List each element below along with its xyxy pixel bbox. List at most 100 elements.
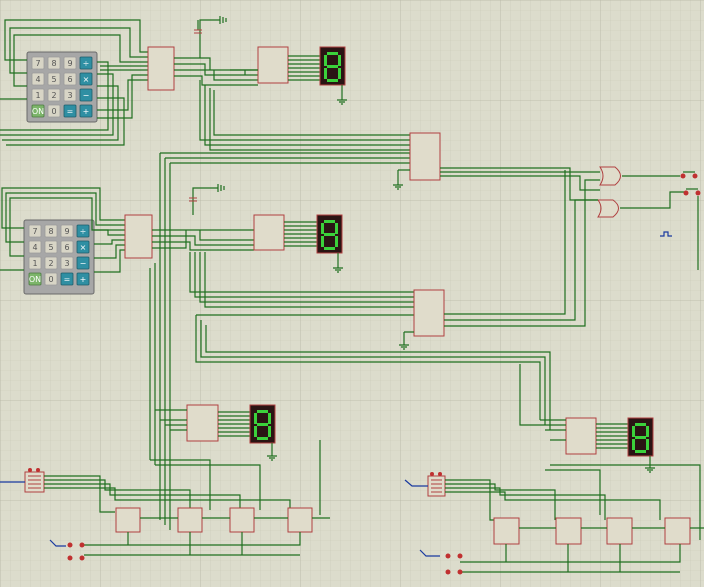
display-segment bbox=[635, 423, 646, 426]
comparator-chip-a[interactable] bbox=[409, 132, 441, 181]
keypad-key[interactable] bbox=[28, 240, 42, 254]
display-segment bbox=[646, 426, 649, 437]
display-segment bbox=[268, 413, 271, 424]
flipflop-chip-3[interactable] bbox=[229, 507, 255, 533]
keypad-key[interactable] bbox=[31, 88, 45, 102]
decoder-chip-2[interactable] bbox=[253, 214, 285, 251]
keypad-key[interactable] bbox=[76, 272, 90, 286]
ground-symbol bbox=[333, 267, 343, 273]
keypad-key[interactable] bbox=[47, 56, 61, 70]
display-segment bbox=[324, 233, 335, 236]
wire-kp1-left bbox=[0, 19, 148, 100]
keypad-key-label: 9 bbox=[67, 59, 72, 68]
keypad-key-label: ON bbox=[32, 107, 44, 116]
display-segment bbox=[268, 426, 271, 437]
comparator-chip-b[interactable] bbox=[413, 289, 445, 337]
keypad-key-label: 8 bbox=[48, 227, 53, 236]
keypad-key[interactable] bbox=[63, 104, 77, 118]
keypad-key[interactable] bbox=[79, 104, 93, 118]
keypad-key[interactable] bbox=[76, 256, 90, 270]
flipflop-chip-5[interactable] bbox=[493, 517, 520, 545]
keypad-key[interactable] bbox=[79, 88, 93, 102]
display-segment bbox=[257, 410, 268, 413]
keypad-key[interactable] bbox=[31, 56, 45, 70]
keypad-key[interactable] bbox=[60, 224, 74, 238]
keypad-key-label: 1 bbox=[32, 259, 37, 268]
keypad-key-label: 1 bbox=[35, 91, 40, 100]
flipflop-chip-1[interactable] bbox=[115, 507, 141, 533]
display-segment bbox=[635, 436, 646, 439]
keypad-key[interactable] bbox=[60, 240, 74, 254]
ground-symbol bbox=[337, 99, 347, 105]
flipflop-chip-7[interactable] bbox=[606, 517, 633, 545]
seven-segment-display-3 bbox=[249, 404, 276, 444]
keypad-key[interactable] bbox=[76, 224, 90, 238]
keypad-key-label: + bbox=[83, 107, 90, 116]
wire-kp2-left bbox=[0, 187, 125, 271]
display-segment bbox=[338, 68, 341, 79]
keypad-key[interactable] bbox=[79, 72, 93, 86]
encoder-chip-2[interactable] bbox=[124, 214, 153, 259]
keypad-key[interactable] bbox=[76, 240, 90, 254]
keypad-key-label: − bbox=[80, 259, 87, 268]
push-button-2[interactable] bbox=[683, 188, 701, 196]
keypad-key-label: = bbox=[67, 107, 74, 116]
keypad-key[interactable] bbox=[44, 256, 58, 270]
keypad-key[interactable] bbox=[44, 240, 58, 254]
dip-switch-1[interactable] bbox=[24, 468, 45, 493]
keypad-key[interactable] bbox=[79, 56, 93, 70]
decoder-chip-1[interactable] bbox=[257, 46, 289, 84]
display-segment bbox=[321, 236, 324, 247]
or-gate-2[interactable] bbox=[597, 199, 619, 218]
flipflop-chip-6[interactable] bbox=[555, 517, 582, 545]
encoder-chip-1[interactable] bbox=[147, 46, 175, 91]
keypad-key[interactable] bbox=[28, 256, 42, 270]
keypad-key-label: 8 bbox=[51, 59, 56, 68]
keypad-key[interactable] bbox=[47, 88, 61, 102]
seven-segment-display-2 bbox=[316, 214, 343, 254]
decoder-chip-3[interactable] bbox=[186, 404, 219, 442]
display-segment bbox=[254, 413, 257, 424]
keypad-key[interactable] bbox=[28, 272, 42, 286]
or-gate-1[interactable] bbox=[599, 166, 621, 186]
display-segment bbox=[324, 68, 327, 79]
push-button-3[interactable] bbox=[67, 542, 85, 561]
display-segment bbox=[257, 423, 268, 426]
flipflop-chip-2[interactable] bbox=[177, 507, 203, 533]
keypad-key[interactable] bbox=[31, 104, 45, 118]
keypad-key[interactable] bbox=[47, 104, 61, 118]
flipflop-chip-4[interactable] bbox=[287, 507, 313, 533]
ground-symbol bbox=[217, 184, 225, 192]
keypad-key[interactable] bbox=[60, 272, 74, 286]
display-segment bbox=[327, 65, 338, 68]
ground-symbol bbox=[399, 344, 409, 350]
clock-source[interactable] bbox=[660, 231, 672, 237]
seven-segment-display-4 bbox=[627, 417, 654, 457]
display-segment bbox=[632, 426, 635, 437]
keypad-key[interactable] bbox=[63, 88, 77, 102]
keypad-key-label: × bbox=[83, 75, 90, 84]
keypad-key[interactable] bbox=[44, 272, 58, 286]
push-button-1[interactable] bbox=[680, 171, 698, 179]
flipflop-chip-8[interactable] bbox=[664, 517, 691, 545]
keypad-key[interactable] bbox=[63, 72, 77, 86]
push-button-4[interactable] bbox=[445, 553, 463, 575]
wire-kp1-right bbox=[0, 61, 148, 146]
dip-switch-2[interactable] bbox=[427, 472, 446, 497]
keypad-key-label: 4 bbox=[32, 243, 37, 252]
keypad-key[interactable] bbox=[63, 56, 77, 70]
keypad-key[interactable] bbox=[31, 72, 45, 86]
ground-symbol bbox=[393, 184, 403, 190]
decoder-chip-4[interactable] bbox=[565, 417, 597, 455]
display-segment bbox=[338, 55, 341, 66]
keypad-key[interactable] bbox=[60, 256, 74, 270]
keypad-key[interactable] bbox=[44, 224, 58, 238]
keypad-key-label: 0 bbox=[48, 275, 53, 284]
keypad-key[interactable] bbox=[47, 72, 61, 86]
keypad-key-label: − bbox=[83, 91, 90, 100]
keypad-key[interactable] bbox=[28, 224, 42, 238]
